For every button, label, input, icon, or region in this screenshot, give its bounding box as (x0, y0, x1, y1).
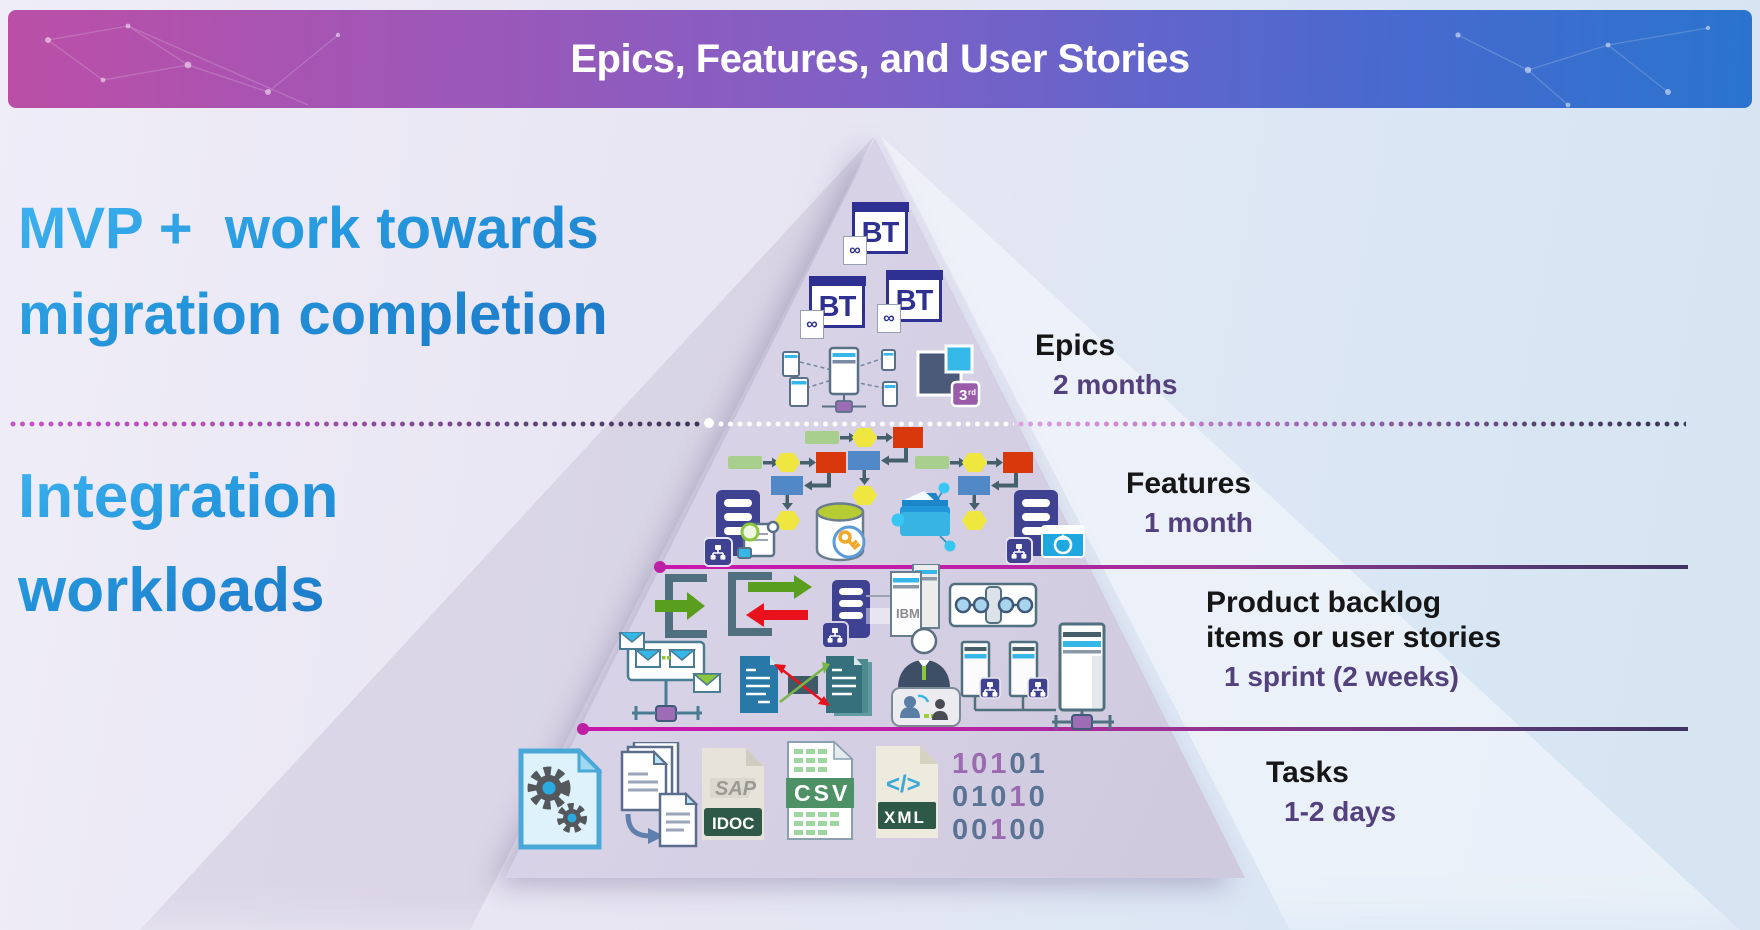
epics-separator-start-dot (704, 418, 714, 428)
svg-text:IDOC: IDOC (712, 814, 755, 833)
import-export-bracket-icon (728, 572, 812, 636)
backlog-duration: 1 sprint (2 weeks) (1224, 661, 1459, 693)
tasks-label: Tasks (1266, 756, 1349, 789)
biztalk-bt-icon-3: BT ∞ (877, 269, 943, 333)
epics-label: Epics (1035, 329, 1116, 362)
message-envelopes-icon (618, 632, 723, 722)
server-scroll-icon (704, 490, 780, 567)
features-label: Features (1126, 467, 1252, 500)
backlog-label-group: Product backlog items or user stories 1 … (1206, 585, 1501, 693)
file-copy-icon (620, 742, 699, 848)
biztalk-bt-icon-1: BT ∞ (843, 201, 909, 265)
page-title: Epics, Features, and User Stories (570, 36, 1190, 81)
svg-text:3: 3 (959, 387, 967, 404)
epics-separator-dotted-left (10, 421, 702, 427)
ibm-host-icon: IBM (890, 564, 940, 637)
epics-separator-dotted-white (718, 421, 1014, 427)
infinity-badge: ∞ (800, 310, 824, 339)
database-key-icon (815, 502, 866, 562)
tasks-duration: 1-2 days (1284, 796, 1397, 828)
folder-molecule-icon (891, 482, 956, 552)
svg-text:</>: </> (886, 771, 921, 798)
svg-text:CSV: CSV (794, 780, 850, 806)
svg-text:XML: XML (884, 808, 926, 827)
import-bracket-icon (655, 574, 707, 638)
document-mapping-icon (740, 656, 872, 716)
svg-text:IBM: IBM (896, 606, 920, 621)
backlog-server-icon (822, 580, 870, 649)
tasks-label-group: Tasks 1-2 days (1266, 755, 1396, 828)
features-separator-line (654, 561, 1688, 572)
epics-duration: 2 months (1053, 369, 1178, 401)
pipeline-icon (948, 582, 1038, 628)
biztalk-bt-icon-2: BT ∞ (800, 275, 866, 339)
sap-idoc-file-icon: SAP IDOC (702, 748, 764, 840)
epics-label-group: Epics 2 months (1035, 328, 1177, 401)
constellation-decoration (45, 23, 1711, 108)
infinity-badge: ∞ (843, 236, 867, 265)
server-window-icon (1006, 490, 1085, 565)
csv-file-icon: CSV (786, 740, 854, 840)
user-approval-icon (891, 627, 961, 727)
features-label-group: Features 1 month (1126, 466, 1253, 539)
backlog-label: Product backlog items or user stories (1206, 586, 1502, 655)
backlog-separator-line (577, 723, 1688, 734)
headline-integration-workloads: Integration workloads (18, 450, 338, 638)
server-pair-icon (960, 640, 1056, 712)
integration-network-icon (782, 346, 898, 413)
infinity-badge: ∞ (877, 304, 901, 333)
third-party-icon: 3 rd (916, 344, 981, 408)
headline-mvp: MVP + work towards migration completion (18, 186, 608, 358)
svg-text:SAP: SAP (715, 778, 757, 800)
xml-file-icon: </> XML (876, 746, 938, 838)
gear-document-icon (518, 748, 603, 850)
features-duration: 1 month (1144, 507, 1253, 539)
network-tower-icon (1052, 622, 1114, 730)
svg-text:rd: rd (968, 388, 976, 397)
header-banner: Epics, Features, and User Stories (8, 10, 1752, 108)
epics-separator-dotted-right (1018, 421, 1686, 427)
